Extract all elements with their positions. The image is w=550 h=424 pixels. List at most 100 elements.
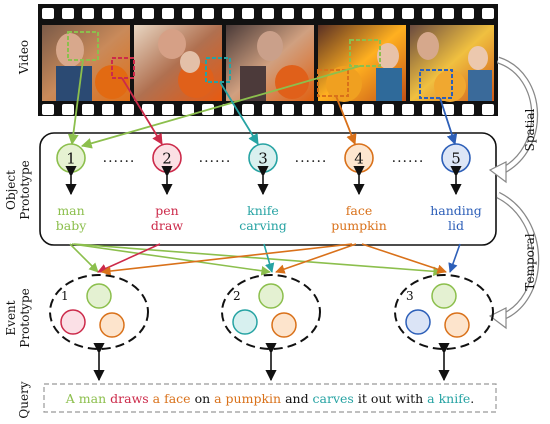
query-sentence: A man draws a face on a pumpkin and carv… xyxy=(65,391,474,406)
arrow-proto4-to-event2 xyxy=(275,243,357,274)
event-prototype-row-label-line1: Event xyxy=(4,300,18,335)
event-number: 3 xyxy=(406,289,414,303)
spatial-label: Spatial xyxy=(523,108,537,151)
sprocket-hole xyxy=(342,104,354,115)
event-dashed-ellipse xyxy=(221,274,321,350)
prototype-number: 3 xyxy=(258,150,268,168)
sprocket-hole xyxy=(322,8,334,19)
query-token: . xyxy=(470,391,474,406)
sprocket-hole xyxy=(202,8,214,19)
arrow-knife-to-proto-3 xyxy=(219,81,259,145)
video-frame-1 xyxy=(42,25,130,101)
sprocket-hole xyxy=(282,104,294,115)
event-prototype-row-label-line2: Prototype xyxy=(18,288,32,347)
video-frame-3 xyxy=(226,25,314,101)
sprocket-hole xyxy=(242,8,254,19)
sprocket-holes-top xyxy=(42,8,494,19)
prototype-word: pumpkin xyxy=(331,218,387,233)
query-row-label: Query xyxy=(17,381,31,418)
sprocket-hole xyxy=(142,8,154,19)
query-token: A man xyxy=(65,391,110,406)
sprocket-hole xyxy=(122,8,134,19)
arrow-baby-to-proto-1 xyxy=(80,65,361,149)
sprocket-hole xyxy=(182,104,194,115)
sprocket-hole xyxy=(442,8,454,19)
prototype-word: face xyxy=(346,203,372,218)
event-prototype-2: 2 xyxy=(221,274,321,382)
sprocket-hole xyxy=(42,8,54,19)
sprocket-hole xyxy=(402,8,414,19)
sprocket-hole xyxy=(82,8,94,19)
video-film-strip xyxy=(38,4,498,116)
sprocket-hole xyxy=(102,104,114,115)
sprocket-hole xyxy=(182,8,194,19)
query-token: on xyxy=(195,391,215,406)
event-prototypes: 1 2 3 xyxy=(49,274,494,382)
sprocket-hole xyxy=(82,104,94,115)
sprocket-hole xyxy=(382,104,394,115)
object-prototype-row-label-line2: Prototype xyxy=(18,160,32,219)
prototype-number: 1 xyxy=(66,150,76,168)
event-number: 2 xyxy=(233,289,241,303)
video-frame-2 xyxy=(134,25,222,101)
sprocket-hole xyxy=(262,104,274,115)
sprocket-hole xyxy=(142,104,154,115)
arrow-proto1-to-event1 xyxy=(69,243,99,273)
sprocket-hole xyxy=(482,104,494,115)
arrow-proto4-to-event3 xyxy=(361,243,447,274)
sprocket-hole xyxy=(302,8,314,19)
sprocket-hole xyxy=(122,104,134,115)
prototype-ellipsis: ...... xyxy=(103,150,136,166)
query-token: and xyxy=(285,391,312,406)
roi-box-knife xyxy=(205,57,231,83)
arrow-proto1-to-event2 xyxy=(71,243,271,276)
event-member-circle xyxy=(271,312,297,338)
sprocket-hole xyxy=(362,8,374,19)
sprocket-hole xyxy=(42,104,54,115)
event-prototype-3: 3 xyxy=(394,274,494,382)
sprocket-hole xyxy=(422,104,434,115)
arrow-proto5-to-event3 xyxy=(448,243,461,273)
sprocket-hole xyxy=(102,8,114,19)
roi-box-pumpkin xyxy=(317,69,349,97)
sprocket-hole xyxy=(402,104,414,115)
prototype-number: 5 xyxy=(451,150,461,168)
video-frame-5 xyxy=(410,25,494,102)
sprocket-hole xyxy=(222,8,234,19)
query-token: a face xyxy=(153,391,195,406)
prototype-word: draw xyxy=(151,218,183,233)
sprocket-holes-bottom xyxy=(42,104,494,115)
query-box xyxy=(43,383,497,413)
arrow-proto1-to-event3 xyxy=(73,243,443,277)
prototype-word: lid xyxy=(448,218,464,233)
event-member-circle xyxy=(405,309,431,335)
query-token: a pumpkin xyxy=(214,391,285,406)
sprocket-hole xyxy=(462,8,474,19)
prototype-ellipsis: ...... xyxy=(295,150,328,166)
arrow-pumpkin-to-proto-4 xyxy=(335,95,357,146)
sprocket-hole xyxy=(62,104,74,115)
prototype-word: handing xyxy=(430,203,482,218)
prototype-word: pen xyxy=(155,203,178,218)
sprocket-hole xyxy=(242,104,254,115)
event-dashed-ellipse xyxy=(49,274,149,350)
sprocket-hole xyxy=(282,8,294,19)
prototype-word: knife xyxy=(247,203,279,218)
arrow-lid-to-proto-5 xyxy=(439,97,458,146)
sprocket-hole xyxy=(422,8,434,19)
prototype-word: baby xyxy=(56,218,87,233)
event-prototype-1: 1 xyxy=(49,274,149,382)
sprocket-hole xyxy=(482,8,494,19)
event-member-circle xyxy=(444,312,470,338)
sprocket-hole xyxy=(162,8,174,19)
event-member-circle xyxy=(431,283,457,309)
sprocket-hole xyxy=(382,8,394,19)
object-prototypes: 1manbaby2pendraw3knifecarving4facepumpki… xyxy=(56,143,482,233)
temporal-label: Temporal xyxy=(523,233,537,290)
query-token: it out with xyxy=(358,391,427,406)
roi-box-baby xyxy=(349,39,381,67)
